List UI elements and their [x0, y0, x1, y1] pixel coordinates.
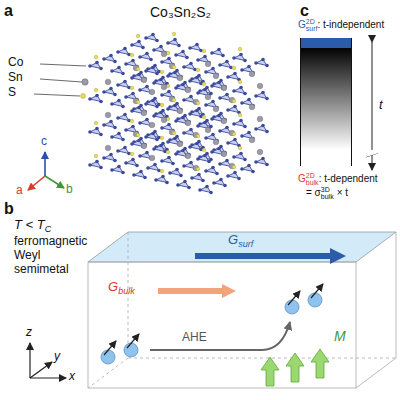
label-text: × t [337, 187, 348, 198]
magnetization-arrow [261, 349, 329, 386]
label-text: bulk [306, 179, 319, 186]
label-text: a [4, 2, 13, 19]
label-text: ferromagnetic Weyl semimetal [14, 234, 87, 276]
label: Co [8, 56, 23, 70]
script-stack: 2Dsurf [306, 18, 318, 32]
label-text: : t-dependent [319, 173, 378, 184]
label: b [4, 200, 14, 218]
label: t [379, 98, 383, 113]
label: ferromagnetic Weyl semimetal [14, 235, 90, 276]
break-gap [365, 148, 380, 157]
label-text: Co [8, 55, 23, 69]
label-text: 2D [306, 172, 319, 179]
label: T < TC [14, 218, 51, 234]
leader-line [40, 79, 82, 82]
bulk-gradient [300, 47, 352, 150]
label: G2Dsurf: t-independent [298, 18, 398, 32]
label-text: b [66, 182, 73, 196]
label-text: t [379, 97, 383, 112]
label: Sn [8, 71, 23, 85]
axis-y [30, 362, 52, 378]
script-stack: 3Dbulk [321, 186, 334, 200]
axis-z [29, 343, 30, 378]
label-text: c [300, 2, 309, 19]
label-text: T < T [14, 217, 45, 232]
label: Co₃Sn₂S₂ [150, 4, 211, 20]
label-text: Sn [8, 70, 23, 84]
label-text: G [298, 173, 306, 184]
bulk-current-arrow [158, 284, 236, 298]
label-text: G [228, 232, 238, 247]
label-text: M [334, 328, 346, 344]
s-atom [81, 94, 86, 99]
ahe-trajectory [150, 322, 290, 350]
label-text: y [54, 349, 60, 363]
surface-layer [300, 38, 352, 48]
axis-c [44, 152, 46, 176]
label: a [16, 184, 23, 198]
label: S [8, 86, 16, 100]
label-text: G [108, 279, 118, 294]
label: M [334, 328, 346, 344]
label: a [4, 2, 13, 20]
slab-side [351, 38, 352, 166]
label-text: a [16, 183, 23, 197]
label-text: S [8, 85, 16, 99]
leader-line [34, 94, 80, 96]
surface-current-arrow [195, 248, 346, 264]
label: AHE [182, 331, 207, 345]
label-text: : t-independent [317, 19, 384, 30]
label-text: c [41, 134, 47, 148]
label-text: surf [306, 25, 318, 32]
label-text: G [298, 19, 306, 30]
label: c [41, 135, 47, 149]
crystal-lattice [88, 32, 269, 194]
label-text: Co₃Sn₂S₂ [150, 4, 211, 20]
label: z [26, 326, 32, 340]
label-text: bulk [321, 193, 334, 200]
label-text: AHE [182, 330, 207, 344]
label: y [54, 350, 60, 364]
label: b [66, 183, 73, 197]
electron [101, 284, 323, 364]
axis-b [45, 176, 64, 188]
leader-line [40, 64, 86, 66]
label: = σ3Dbulk× t [306, 186, 398, 200]
label-text: surf [238, 239, 253, 249]
label-text: 2D [306, 18, 318, 25]
label: Gbulk [108, 280, 135, 296]
axis-a [28, 176, 45, 190]
axis-x [30, 377, 66, 378]
label-text: C [45, 224, 52, 234]
slab-side [300, 38, 301, 166]
label-text: x [69, 369, 75, 383]
label-text: b [4, 200, 14, 217]
bulk-prism [88, 232, 396, 388]
label-text: z [26, 325, 32, 339]
label-text: bulk [118, 286, 135, 296]
label: x [69, 370, 75, 384]
label-text: = σ [306, 187, 321, 198]
label: Gsurf [228, 233, 253, 249]
script-stack: 2Dbulk [306, 172, 319, 186]
label-text: 3D [321, 186, 334, 193]
sn-atom [82, 79, 88, 85]
label: G2Dbulk: t-dependent [298, 172, 398, 186]
label: c [300, 2, 309, 20]
